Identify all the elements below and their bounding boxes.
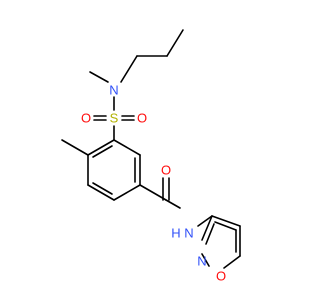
bond-ring-3 bbox=[87, 184, 115, 201]
atom-o-sulfonyl-right: O bbox=[137, 111, 147, 126]
bond-isox-1b bbox=[214, 221, 237, 231]
atom-o-carbonyl: O bbox=[161, 163, 171, 178]
bond-n-methyl bbox=[89, 71, 109, 83]
molecule-diagram: N S O O O H N N O bbox=[61, 29, 241, 284]
bond-ring-amide-c bbox=[139, 184, 167, 201]
bond-isox-3 bbox=[223, 255, 241, 269]
bond-ring-inner-2 bbox=[92, 182, 113, 195]
bond-isox-4 bbox=[201, 253, 210, 267]
bond-c-n bbox=[165, 199, 181, 209]
bond-isox-5 bbox=[201, 215, 213, 241]
bond-ring-1 bbox=[87, 139, 115, 156]
bond-ring-4 bbox=[113, 184, 141, 201]
atom-n-ring: N bbox=[197, 254, 206, 269]
bond-propyl-1 bbox=[120, 55, 138, 83]
bond-propyl-3 bbox=[166, 29, 184, 57]
atom-h-amide: H bbox=[171, 226, 180, 241]
atom-s: S bbox=[110, 111, 119, 126]
atom-n-amine: N bbox=[109, 83, 118, 98]
atom-n-amide: N bbox=[184, 226, 193, 241]
bond-isox-1 bbox=[211, 215, 241, 227]
bond-ring-6 bbox=[113, 139, 141, 156]
atom-o-ring: O bbox=[216, 269, 226, 284]
atom-o-sulfonyl-left: O bbox=[81, 111, 91, 126]
bond-isox-5b bbox=[205, 223, 215, 245]
structure-svg: N S O O O H N N O bbox=[61, 29, 241, 284]
bond-ring-methyl bbox=[61, 139, 89, 156]
bond-ring-inner-1 bbox=[92, 145, 113, 158]
bond-n-isoxazole bbox=[197, 215, 213, 227]
